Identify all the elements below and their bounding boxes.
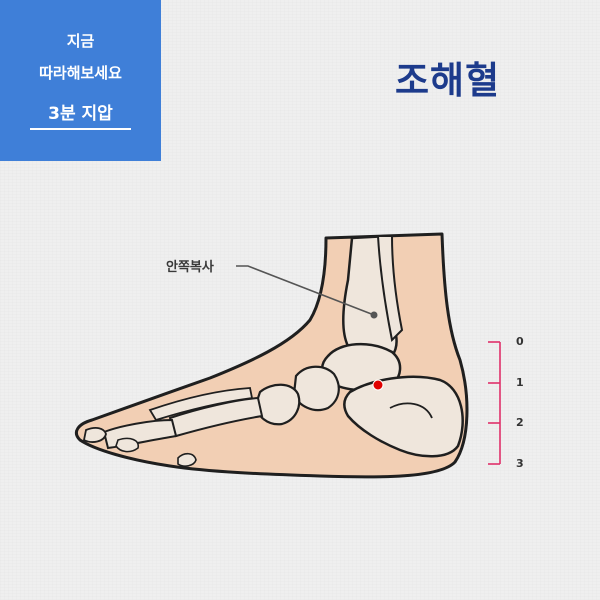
medial-malleolus-label: 안쪽복사 [166,260,214,275]
phalanx-toe-2 [82,427,107,443]
badge-underline [30,128,131,130]
badge-line-3: 3분 지압 [48,104,113,124]
scale-number-1: 1 [516,376,524,389]
metatarsal-1 [168,396,264,438]
calcaneus-detail [389,402,433,419]
acupoint-title: 조해혈 [395,59,501,102]
badge-line-1: 지금 [66,32,95,50]
acupoint-marker [372,379,384,391]
cuneiform-bone [254,383,301,426]
scale-number-3: 3 [516,457,524,470]
fibula-bone [376,235,404,343]
sesamoid-bone [177,452,197,467]
navicular-bone [292,365,340,412]
scale-number-0: 0 [516,335,524,348]
phalanx-toe-3 [115,437,140,453]
instruction-badge: 지금 따라해보세요 3분 지압 [0,0,161,161]
label-leader-line [236,265,375,316]
scale-number-2: 2 [516,416,524,429]
measurement-scale [488,341,501,465]
badge-line-2: 따라해보세요 [39,64,122,82]
calcaneus-bone [343,375,464,458]
metatarsal-2 [148,387,254,422]
